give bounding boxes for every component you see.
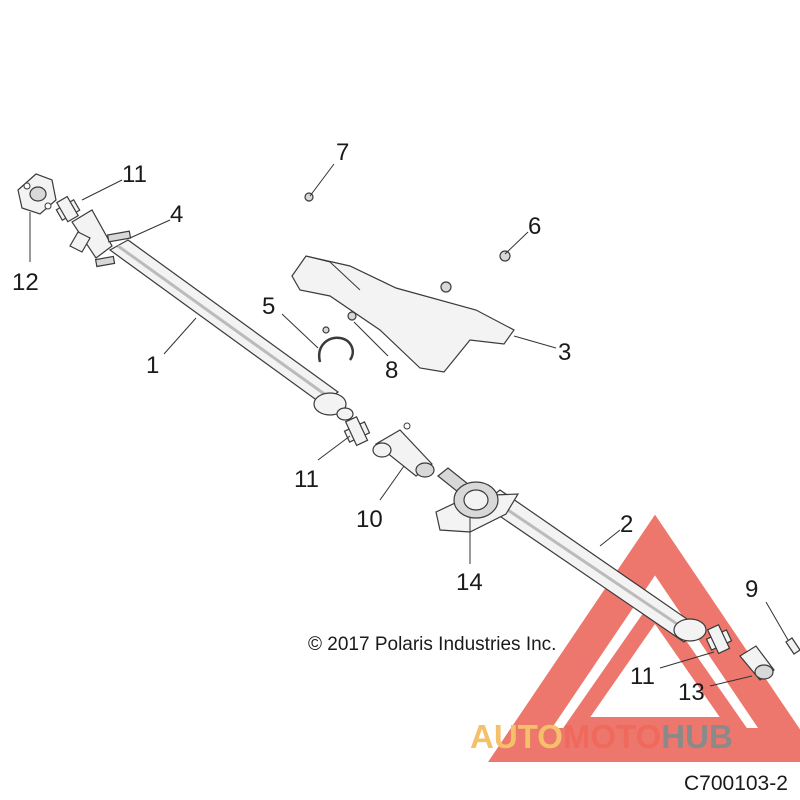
u-joint-middle	[343, 415, 371, 447]
rear-yoke	[739, 645, 775, 681]
front-prop-shaft	[69, 209, 354, 421]
callout-6: 6	[528, 213, 541, 240]
callout-9: 9	[745, 576, 758, 603]
callout-4: 4	[170, 201, 183, 228]
watermark-part-b: MOTO	[563, 718, 661, 755]
bracket-clip	[317, 336, 354, 363]
leader-lines	[29, 163, 789, 687]
callout-13: 13	[678, 679, 705, 706]
callout-2: 2	[620, 511, 633, 538]
watermark-part-a: AUTO	[470, 718, 563, 755]
watermark-text: AUTOMOTOHUB	[470, 718, 733, 755]
callout-numbers: 1 2 3 4 5 6 7 8 9 10 11 11 11 12 13 14	[12, 139, 758, 706]
callout-3: 3	[558, 339, 571, 366]
callout-10: 10	[356, 506, 383, 533]
watermark-part-c: HUB	[661, 718, 733, 755]
callout-14: 14	[456, 569, 483, 596]
callout-11-front: 11	[122, 161, 147, 188]
drawing-id: C700103-2	[684, 772, 788, 795]
u-joint-front	[55, 195, 81, 223]
callout-12: 12	[12, 269, 39, 296]
screw-6	[499, 250, 511, 262]
callout-8: 8	[385, 357, 398, 384]
screw-8	[322, 311, 357, 334]
callout-11-middle: 11	[294, 466, 319, 493]
screw-shield	[440, 281, 452, 293]
carrier-bearing	[435, 481, 520, 533]
callout-1: 1	[146, 352, 159, 379]
callout-11-rear: 11	[630, 663, 655, 690]
copyright-notice: © 2017 Polaris Industries Inc.	[308, 634, 556, 655]
front-flange	[17, 173, 57, 215]
heat-shield	[291, 255, 515, 373]
u-joint-rear	[705, 623, 733, 655]
slip-yoke	[372, 422, 435, 478]
callout-5: 5	[262, 293, 275, 320]
roll-pin	[785, 637, 800, 655]
callout-7: 7	[336, 139, 349, 166]
watermark-logo	[488, 514, 800, 762]
